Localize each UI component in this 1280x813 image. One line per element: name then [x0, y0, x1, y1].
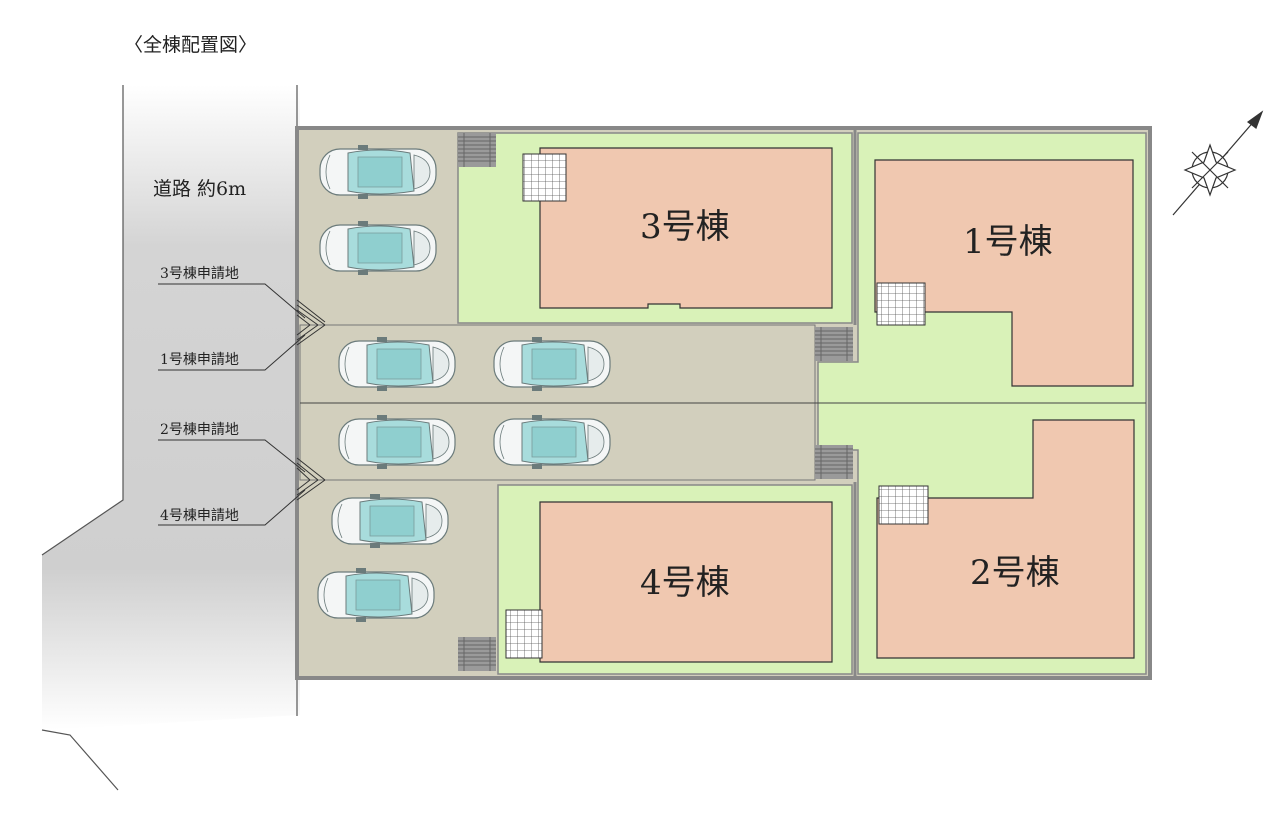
- road: [42, 85, 300, 730]
- building-label-3: 3号棟: [640, 207, 730, 247]
- house-3: [539, 147, 833, 309]
- car: [319, 220, 437, 276]
- application-label-3: 3号棟申請地: [160, 266, 239, 282]
- house-1: [874, 159, 1134, 387]
- grid-pad-3: [522, 153, 567, 202]
- car: [338, 414, 456, 470]
- road-label: 道路 約6m: [153, 178, 246, 200]
- road-edge: [41, 85, 124, 556]
- road-edge-2: [41, 729, 119, 791]
- compass-icon: [1172, 110, 1264, 216]
- application-label-4: 4号棟申請地: [160, 508, 239, 524]
- house-4: [539, 501, 833, 663]
- car: [331, 493, 449, 549]
- page-title: 〈全棟配置図〉: [124, 34, 258, 56]
- car: [338, 336, 456, 392]
- building-label-1: 1号棟: [963, 222, 1053, 262]
- grid-pad-1: [876, 282, 926, 326]
- car: [493, 336, 611, 392]
- application-label-1: 1号棟申請地: [160, 352, 239, 368]
- grid-pad-4: [505, 609, 543, 659]
- building-label-4: 4号棟: [640, 563, 730, 603]
- house-2: [876, 419, 1135, 659]
- grid-pad-2: [878, 485, 929, 525]
- building-label-2: 2号棟: [970, 553, 1060, 593]
- car: [317, 567, 435, 623]
- application-label-2: 2号棟申請地: [160, 422, 239, 438]
- car: [493, 414, 611, 470]
- car: [319, 144, 437, 200]
